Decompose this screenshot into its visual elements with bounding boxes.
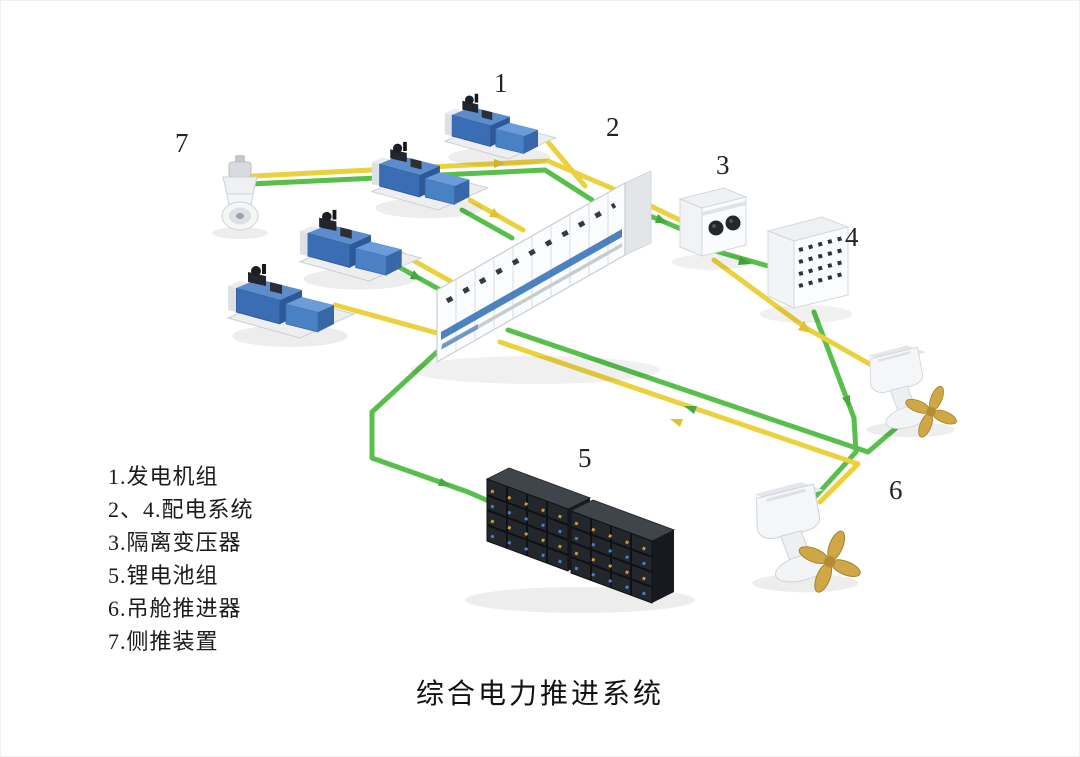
azimuth-thruster-lower: [750, 480, 874, 606]
generator-unit-1: [444, 93, 557, 168]
battery-bank: [465, 466, 695, 613]
flow-arrow-icon: [684, 406, 697, 414]
flow-arrows: [410, 159, 850, 486]
cable-green-generator2: [459, 207, 515, 241]
flow-arrow-icon: [438, 478, 451, 486]
legend-item-generators: 1.发电机组: [108, 464, 219, 489]
callout-4: 4: [845, 222, 859, 252]
cable-yellow-switchboard-lower-thruster: [497, 339, 861, 505]
callout-7: 7: [175, 128, 189, 158]
flow-arrow-icon: [738, 256, 751, 265]
flow-arrow-icon: [798, 321, 811, 333]
flow-arrow-icon: [489, 208, 501, 218]
flow-arrow-icon: [842, 395, 850, 408]
diagram-title: 综合电力推进系统: [415, 679, 664, 710]
bow-thruster: [212, 155, 268, 239]
azimuth-thruster-upper: [865, 344, 968, 449]
legend-item-pod-thruster: 6.吊舱推进器: [108, 596, 242, 621]
cable-green-switchboard-battery: [369, 349, 503, 509]
isolation-transformer: [672, 187, 752, 270]
pod-thrusters: [750, 344, 968, 606]
callout-3: 3: [716, 150, 730, 180]
cable-green-bowthruster: [247, 167, 595, 203]
legend-item-battery: 5.锂电池组: [108, 563, 219, 588]
legend: 1.发电机组 2、4.配电系统 3.隔离变压器 5.锂电池组 6.吊舱推进器 7…: [108, 460, 254, 658]
cable-yellow-generator4: [332, 302, 440, 336]
cable-yellow-generator1: [545, 139, 588, 189]
generator-unit-3: [299, 209, 422, 291]
flow-arrow-icon: [670, 419, 683, 427]
distribution-cabinet: [760, 216, 852, 323]
cable-green-cabinet-lower-thruster: [811, 309, 859, 499]
callout-1: 1: [494, 68, 508, 98]
legend-item-transformer: 3.隔离变压器: [108, 530, 242, 555]
callout-2: 2: [606, 112, 620, 142]
legend-item-distribution: 2、4.配电系统: [108, 497, 254, 522]
main-switchboard: [410, 170, 660, 384]
callout-6: 6: [889, 475, 903, 505]
callout-5: 5: [578, 443, 592, 473]
legend-item-bow-thruster: 7.侧推装置: [108, 629, 219, 654]
flow-arrow-icon: [655, 214, 668, 223]
